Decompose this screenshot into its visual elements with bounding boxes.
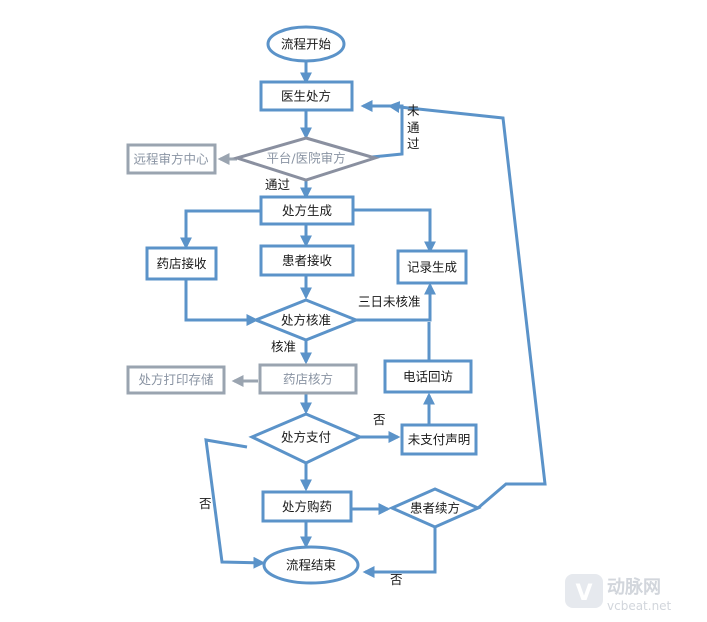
edge-payment-no-to-end [204,438,266,569]
edge-labels: 未 通 过 通过 三日未核准 核准 否 否 否 [199,103,421,587]
watermark: V 动脉网 vcbeat.net [565,574,672,613]
watermark-logo-icon [565,574,603,608]
node-prescription-verify: 处方核准 [251,298,361,342]
node-pharmacy-receive-label: 药店接收 [156,256,207,271]
node-platform-review-label: 平台/医院审方 [266,151,345,166]
node-pharmacy-verify: 药店核方 [258,363,358,395]
watermark-brand: 动脉网 [607,576,661,598]
label-not-pass-3: 过 [407,136,420,151]
label-no-renew: 否 [390,572,403,587]
node-record-generate-label: 记录生成 [407,260,457,275]
edges [180,61,547,578]
node-unpaid-statement-label: 未支付声明 [408,432,471,447]
node-patient-renew-label: 患者续方 [410,501,460,516]
node-start-label: 流程开始 [281,37,332,52]
node-patient-renew: 患者续方 [388,487,482,529]
node-start: 流程开始 [266,25,346,63]
edge-review-not-pass [360,100,404,159]
label-three-days-unapproved: 三日未核准 [358,294,421,309]
node-end: 流程结束 [262,545,360,585]
edge-pharmacy-to-verify [184,280,259,326]
edge-verify-to-record [355,282,436,322]
label-not-pass-2: 通 [407,120,420,135]
node-remote-review-center: 远程审方中心 [126,143,217,175]
label-not-pass-1: 未 [407,103,420,118]
node-prescription-purchase-label: 处方购药 [282,499,332,514]
nodes: 流程开始 医生处方 远程审方中心 平台/医院审方 处方生成 药店接收 [126,25,482,585]
node-patient-receive-label: 患者接收 [282,253,333,268]
node-prescription-payment-label: 处方支付 [281,430,331,445]
node-platform-review: 平台/医院审方 [231,136,381,182]
edge-renew-to-doctor [387,101,547,510]
node-doctor-prescribe-label: 医生处方 [281,89,331,104]
edge-renew-no-to-end [362,528,437,578]
label-pass: 通过 [265,177,291,192]
node-prescription-generate-label: 处方生成 [282,203,332,218]
node-patient-receive: 患者接收 [259,244,355,277]
edge-generate-to-record [353,208,436,254]
node-phone-followup: 电话回访 [383,359,473,394]
watermark-url: vcbeat.net [607,599,672,613]
label-no-left: 否 [199,496,212,511]
watermark-logo-glyph: V [575,581,592,606]
edge-generate-to-pharmacy [180,209,261,250]
node-prescription-purchase: 处方购药 [261,490,353,523]
node-prescription-verify-label: 处方核准 [281,313,331,328]
node-print-store-label: 处方打印存储 [138,372,213,387]
node-end-label: 流程结束 [286,558,337,573]
node-record-generate: 记录生成 [396,249,468,285]
node-prescription-generate: 处方生成 [259,195,355,226]
node-pharmacy-receive: 药店接收 [145,246,218,281]
node-prescription-payment: 处方支付 [248,412,364,465]
node-pharmacy-verify-label: 药店核方 [283,372,333,387]
label-no-payment: 否 [373,412,386,427]
node-doctor-prescribe: 医生处方 [259,80,354,112]
node-print-store: 处方打印存储 [126,365,226,395]
label-approved: 核准 [271,339,296,354]
node-remote-review-center-label: 远程审方中心 [133,152,209,167]
node-unpaid-statement: 未支付声明 [400,423,478,456]
node-phone-followup-label: 电话回访 [403,369,453,384]
